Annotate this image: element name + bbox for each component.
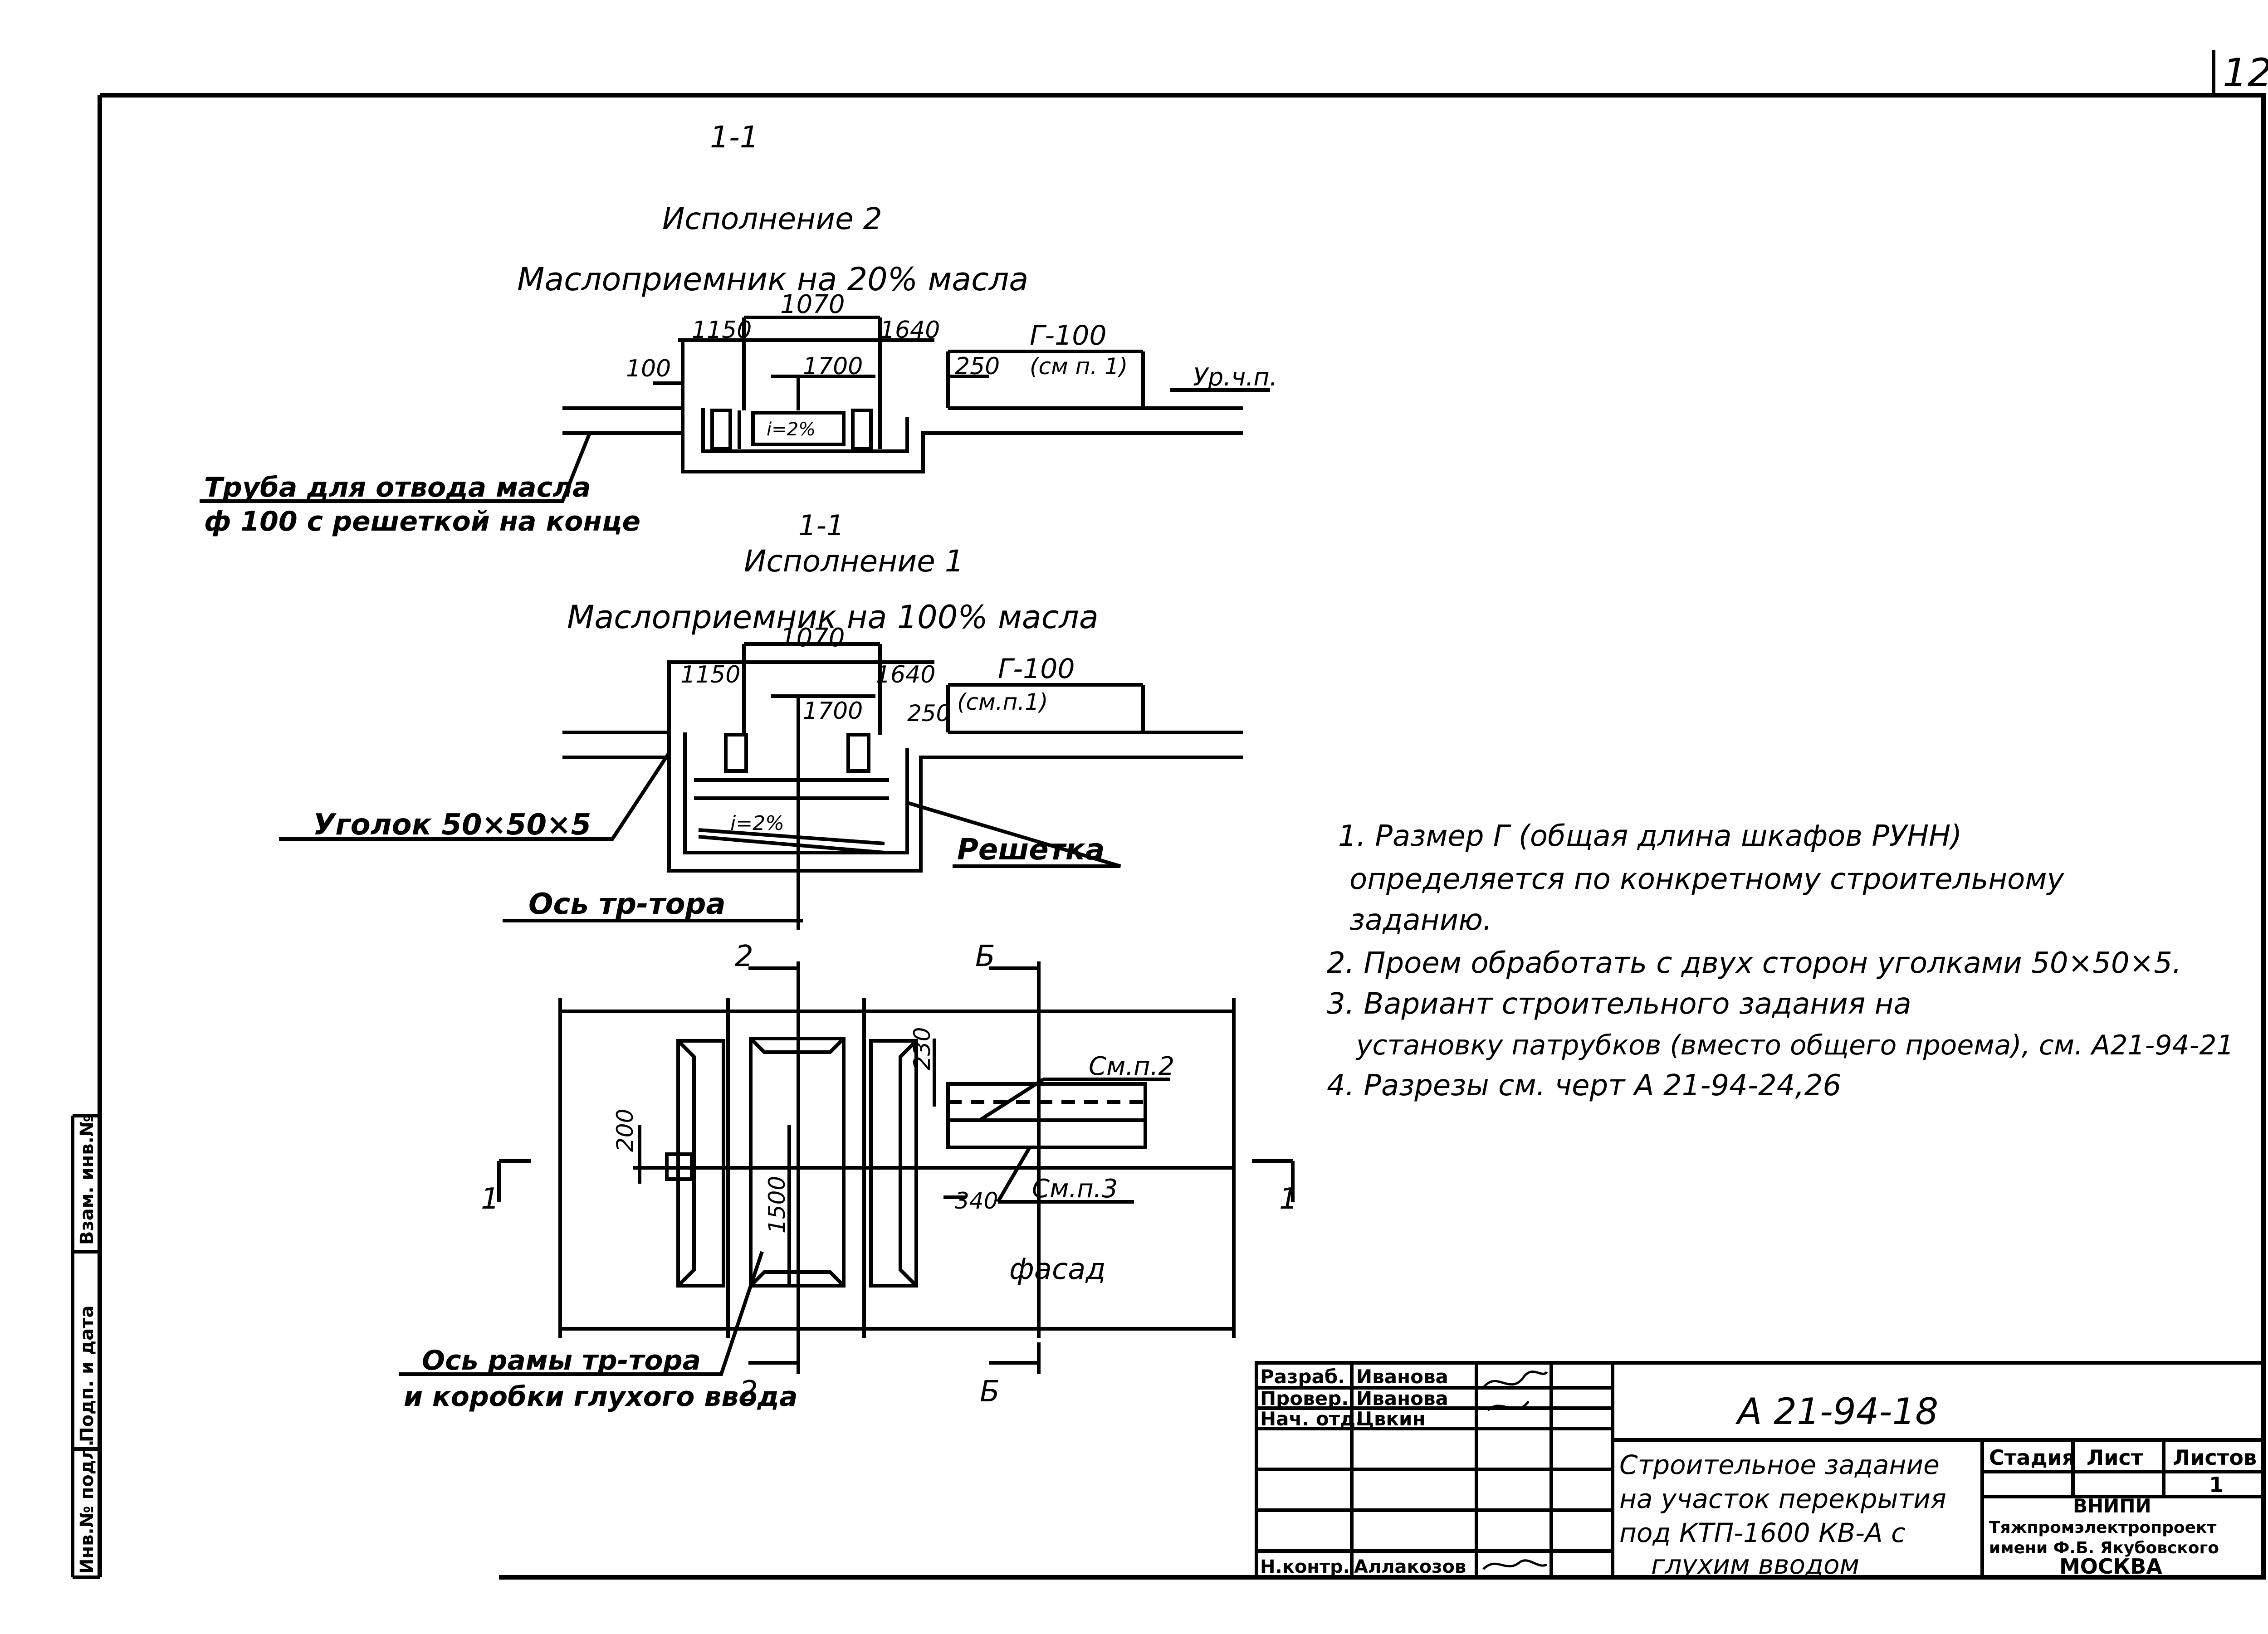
plan-ref-p3: См.п.3 [1032, 1174, 1118, 1204]
tb-title-2: на участок перекрытия [1619, 1483, 1946, 1514]
plan-ref-facade: фасад [1009, 1253, 1106, 1286]
exec2-pipe-callout-1: Труба для отвода масла [204, 472, 591, 503]
tb-org-4: МОСКВА [2059, 1554, 2162, 1579]
section-exec2-subtitle: Маслоприемник на 20% масла [517, 261, 1028, 298]
note-line-7: 4. Разрезы см. черт А 21-94-24,26 [1327, 1069, 1841, 1102]
plan-cut-2-bottom: 2 [739, 1375, 758, 1409]
tb-title-1: Строительное задание [1619, 1449, 1940, 1480]
exec1-grid-callout: Решетка [957, 833, 1105, 867]
note-line-2: определяется по конкретному строительном… [1349, 863, 2065, 896]
section-exec1-title: Исполнение 1 [744, 544, 964, 579]
tb-name-6: Аллакозов [1354, 1556, 1466, 1577]
tb-stage-label: Стадия [1989, 1445, 2075, 1470]
exec2-dim-1640: 1640 [880, 317, 940, 344]
plan-dim-230: 230 [909, 1027, 935, 1070]
note-line-1: 1. Размер Г (общая длина шкафов РУНН) [1338, 819, 1962, 853]
exec1-dim-1700: 1700 [803, 697, 863, 725]
plan-cut-b-top: Б [975, 940, 995, 973]
exec1-dim-1070: 1070 [780, 623, 845, 653]
tb-title-4: глухим вводом [1651, 1549, 1859, 1580]
section-exec2: 1-1 Исполнение 2 Маслоприемник на 20% ма… [200, 120, 1277, 537]
plan-axis-frame-callout-1: Ось рамы тр-тора [422, 1345, 701, 1376]
tb-code: А 21-94-18 [1735, 1390, 1938, 1433]
tb-name-1: Иванова [1356, 1387, 1448, 1410]
exec1-dim-g100: Г-100 [998, 653, 1075, 685]
exec2-dim-g100-note: (см п. 1) [1030, 353, 1128, 380]
plan-ref-p2: См.п.2 [1089, 1052, 1174, 1081]
tb-org-2: Тяжпромэлектропроект [1989, 1518, 2216, 1537]
note-line-6: установку патрубков (вместо общего проем… [1355, 1029, 2234, 1061]
tb-org-1: ВНИПИ [2073, 1495, 2151, 1517]
note-line-3: заданию. [1349, 903, 1492, 937]
section-exec2-title: Исполнение 2 [662, 201, 882, 236]
plan-cut-2-top: 2 [735, 940, 753, 973]
exec2-floor-level: Ур.ч.п. [1193, 363, 1277, 391]
plan-view: 2 2 Б Б 1 1 200 1500 230 340 См.п.2 См.п… [399, 940, 1298, 1413]
tb-role-2: Нач. отд. [1260, 1408, 1363, 1430]
exec2-dim-1700: 1700 [803, 353, 863, 380]
exec1-dim-1640: 1640 [875, 661, 935, 688]
exec1-axis-callout: Ось тр-тора [528, 888, 726, 921]
tb-org-3: имени Ф.Б. Якубовского [1989, 1539, 2219, 1557]
side-stamp [71, 1114, 100, 1579]
title-block [1255, 1361, 2265, 1579]
tb-role-1: Провер. [1260, 1387, 1349, 1410]
note-line-5: 3. Вариант строительного задания на [1327, 987, 1911, 1021]
section-exec1-mark: 1-1 [798, 509, 844, 542]
tb-sheets-label: Листов [2173, 1445, 2257, 1470]
side-stamp-replace: Взам. инв.№ [77, 1115, 98, 1245]
tb-title-3: под КТП-1600 КВ-А с [1619, 1517, 1906, 1548]
plan-cut-b-bottom: Б [980, 1375, 1000, 1409]
page-number: 128 [2223, 50, 2268, 96]
exec1-angle-callout: Уголок 50×50×5 [313, 808, 591, 842]
section-exec1: 1-1 Исполнение 1 Маслоприемник на 100% м… [279, 509, 1243, 930]
tb-sheets-value: 1 [2209, 1473, 2224, 1497]
side-stamp-sign: Подп. и дата [77, 1306, 98, 1442]
side-stamp-inv: Инв.№ подл. [77, 1439, 98, 1574]
note-line-4: 2. Проем обработать с двух сторон уголка… [1327, 946, 2181, 980]
plan-dim-340: 340 [955, 1188, 998, 1214]
exec1-dim-1150: 1150 [680, 661, 740, 688]
exec2-dim-250: 250 [955, 353, 1000, 380]
exec2-pipe-callout-2: ф 100 с решеткой на конце [204, 506, 640, 537]
section-exec2-mark: 1-1 [710, 120, 759, 155]
plan-dim-1500: 1500 [764, 1176, 790, 1234]
plan-dim-200: 200 [612, 1109, 638, 1152]
exec2-dim-g100: Г-100 [1030, 320, 1107, 351]
section-exec1-subtitle: Маслоприемник на 100% масла [567, 599, 1099, 636]
signatures [1482, 1371, 1548, 1570]
plan-cut-1-right: 1 [1279, 1182, 1298, 1216]
exec2-dim-100: 100 [626, 355, 671, 382]
notes-block: 1. Размер Г (общая длина шкафов РУНН) оп… [1327, 819, 2234, 1102]
tb-role-0: Разраб. [1260, 1366, 1345, 1388]
plan-cut-1-left: 1 [481, 1182, 499, 1216]
exec1-dim-250: 250 [907, 700, 950, 727]
tb-name-0: Иванова [1356, 1366, 1448, 1388]
tb-role-6: Н.контр. [1260, 1556, 1350, 1577]
plan-axis-frame-callout-2: и коробки глухого ввода [404, 1381, 797, 1413]
exec2-dim-1070: 1070 [780, 290, 845, 319]
tb-name-2: Цвкин [1356, 1408, 1426, 1430]
exec2-slope: i=2% [767, 419, 816, 440]
tb-sheet-label: Лист [2087, 1445, 2143, 1470]
exec2-dim-1150: 1150 [692, 317, 752, 344]
exec1-dim-g100-note: (см.п.1) [957, 689, 1048, 715]
exec1-slope: i=2% [730, 812, 784, 835]
